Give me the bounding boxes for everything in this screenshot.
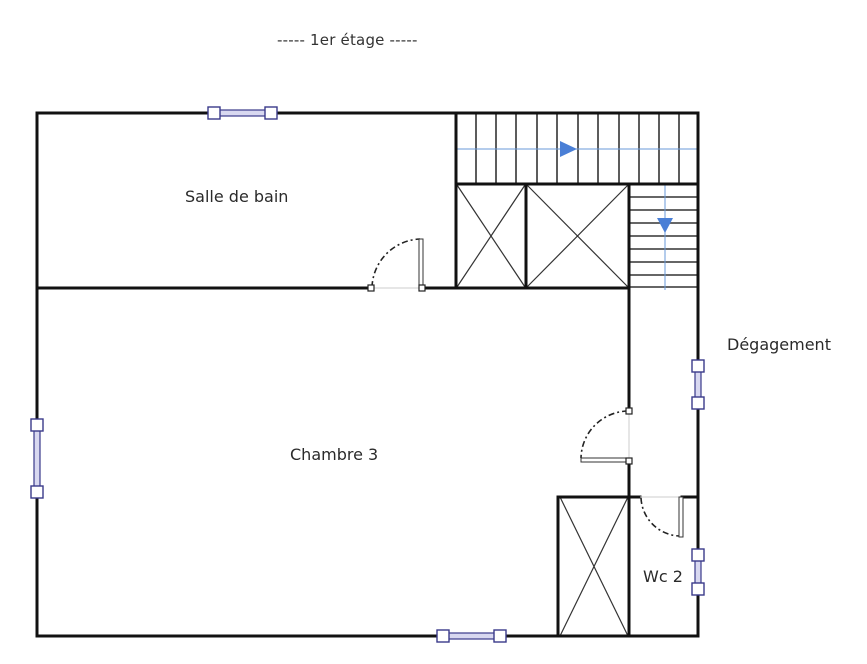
stair-arrow-right-icon [560, 141, 577, 157]
window-degagement [691, 359, 705, 410]
window-bottom [436, 629, 507, 643]
walls [35, 111, 700, 638]
window-left [30, 418, 44, 499]
room-label-wc-2: Wc 2 [643, 567, 683, 586]
closet-1 [456, 184, 526, 288]
room-label-degagement: Dégagement [727, 335, 831, 354]
window-top [207, 106, 278, 120]
door-chambre-3 [580, 407, 633, 465]
room-label-chambre-3: Chambre 3 [290, 445, 379, 464]
stair-right [630, 196, 698, 288]
room-label-salle-de-bain: Salle de bain [185, 187, 289, 206]
door-salle-de-bain [367, 238, 426, 292]
window-wc [691, 548, 705, 596]
door-wc [640, 496, 684, 538]
closet-2 [526, 184, 629, 288]
floor-title: ----- 1er étage ----- [277, 31, 418, 49]
closet-3 [559, 496, 629, 637]
stair-arrow-down-icon [657, 218, 673, 233]
